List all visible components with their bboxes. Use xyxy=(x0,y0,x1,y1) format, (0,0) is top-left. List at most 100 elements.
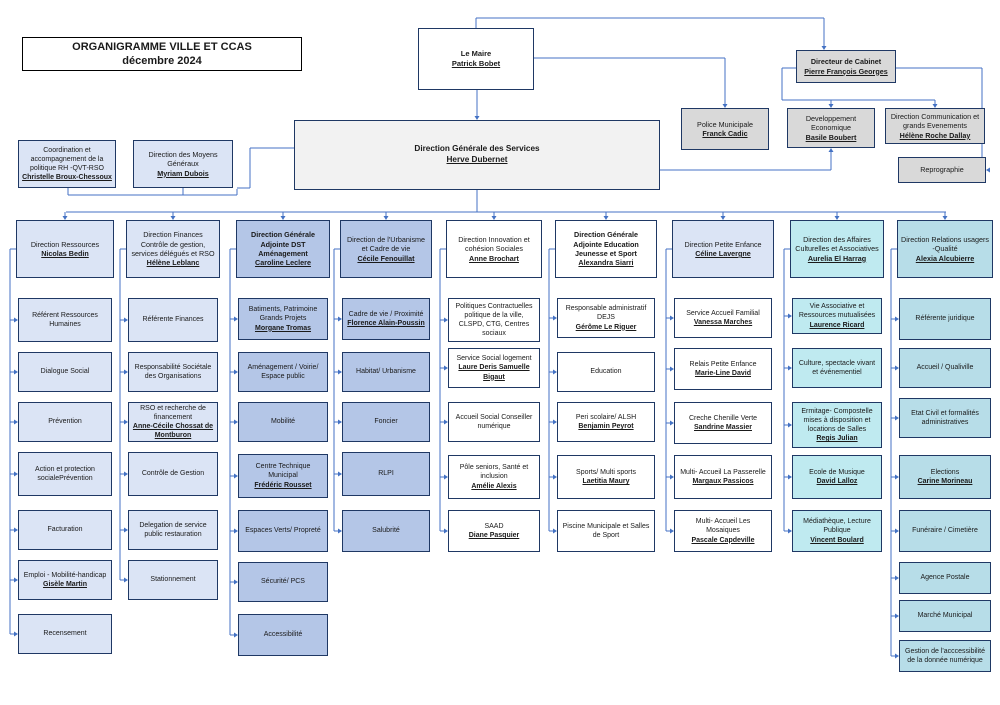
direction-head-box: Direction Générale Adjointe DST Aménagem… xyxy=(236,220,330,278)
service-box: Référente juridique xyxy=(899,298,991,340)
chart-title: ORGANIGRAMME VILLE ET CCAS xyxy=(72,40,252,53)
box-label: Funéraire / Cimetière xyxy=(912,527,978,535)
box-label: Sports/ Multi sports xyxy=(576,468,636,476)
person-name: Gérôme Le Riguer xyxy=(575,323,637,331)
person-name: Margaux Passicos xyxy=(692,478,754,485)
direction-head-box: Direction des Affaires Culturelles et As… xyxy=(790,220,884,278)
person-name: Myriam Dubois xyxy=(157,168,209,178)
box-label: SAAD xyxy=(484,522,504,530)
service-box: Culture, spectacle vivant et événementie… xyxy=(792,348,882,388)
direction-head-box: Direction Générale Adjointe Education Je… xyxy=(555,220,657,278)
box-label: Reprographie xyxy=(920,165,964,175)
box-label: Référente juridique xyxy=(915,315,975,323)
box-label: Pôle seniors, Santé et inclusion xyxy=(459,464,529,481)
box-label: Sécurité/ PCS xyxy=(261,578,305,586)
box-label: Multi- Accueil La Passerelle xyxy=(680,468,766,476)
box-label: Emploi - Mobilité-handicap xyxy=(23,571,107,579)
person-name: Alexia Alcubierre xyxy=(915,253,975,263)
box-label: RSO et recherche de financement xyxy=(140,404,206,421)
service-box: Piscine Municipale et Salles de Sport xyxy=(557,510,655,552)
box-label: Direction Générale des Services xyxy=(414,144,540,154)
service-box: Recensement xyxy=(18,614,112,654)
box-label: Centre Technique Municipal xyxy=(255,463,311,480)
person-name: Basile Boubert xyxy=(805,132,857,142)
direction-head-box: Direction Innovation et cohésion Sociale… xyxy=(446,220,542,278)
person-name: Hélène Roche Dallay xyxy=(899,130,971,140)
box-label: Politiques Contractuelles politique de l… xyxy=(455,302,533,338)
box-label: Direction Générale Adjointe DST Aménagem… xyxy=(251,230,315,258)
person-name: Florence Alain-Poussin xyxy=(347,320,425,327)
person-name: Diane Pasquier xyxy=(468,532,520,539)
box-label: Direction Ressources xyxy=(30,239,100,249)
box-label: Service Accueil Familial xyxy=(686,309,760,317)
service-box: Facturation xyxy=(18,510,112,550)
box-label: Direction Finances Contrôle de gestion, … xyxy=(131,230,215,258)
person-name: Laetitia Maury xyxy=(582,478,630,485)
person-name: Amélie Alexis xyxy=(471,482,517,490)
person-name: Nicolas Bedin xyxy=(41,249,89,258)
service-box: Vie Associative et Ressources mutualisée… xyxy=(792,298,882,334)
person-name: Pierre François Georges xyxy=(804,66,888,76)
box-label: Vie Associative et Ressources mutualisée… xyxy=(798,303,876,320)
box-label: Developpement Economique xyxy=(805,113,857,133)
box-label: Dialogue Social xyxy=(40,368,90,376)
box-label: Médiathèque, Lecture Publique xyxy=(803,518,871,535)
box-label: Gestion de l'acccessibilité de la donnée… xyxy=(905,647,985,664)
person-name: Anne Brochart xyxy=(469,253,519,263)
box-label: Relais Petite Enfance xyxy=(689,360,757,368)
box-label: Piscine Municipale et Salles de Sport xyxy=(562,522,650,539)
box-label: Prévention xyxy=(48,418,82,426)
person-name: Laurence Ricard xyxy=(809,321,865,329)
person-name: Caroline Leclere xyxy=(255,258,311,268)
person-name: Frédéric Rousset xyxy=(254,481,312,489)
person-name: Herve Dubernet xyxy=(446,155,508,164)
direction-head-box: Direction Finances Contrôle de gestion, … xyxy=(126,220,220,278)
box-label: Direction de l'Urbanisme et Cadre de vie xyxy=(346,234,426,254)
person-name: Sandrine Massier xyxy=(694,424,752,431)
box-label: Agence Postale xyxy=(920,574,970,582)
box-label: Référent Ressources Humaines xyxy=(32,311,98,328)
box-label: Coordination et accompagnement de la pol… xyxy=(30,146,104,172)
service-box: RLPI xyxy=(342,452,430,496)
box-label: Direction Petite Enfance xyxy=(684,239,762,249)
communication-box: Direction Communication et grands Evenem… xyxy=(885,108,985,144)
box-label: Salubrité xyxy=(372,527,400,535)
box-label: Ermitage- Compostelle mises à dispositio… xyxy=(801,407,873,433)
connector-arrow xyxy=(986,167,990,173)
box-label: Référente Finances xyxy=(142,316,204,324)
person-name: Céline Lavergne xyxy=(695,249,751,258)
box-label: Stationnement xyxy=(150,576,196,584)
box-label: Service Social logement xyxy=(456,355,532,363)
person-name: Cécile Fenouillat xyxy=(357,253,415,263)
service-box: Mobilité xyxy=(238,402,328,442)
box-label: Elections xyxy=(930,468,960,476)
person-name: Christelle Broux-Chessoux xyxy=(22,174,112,182)
reprographie-box: Reprographie xyxy=(898,157,986,183)
connector-arrow xyxy=(828,148,834,152)
box-label: Ecole de Musique xyxy=(809,468,865,476)
service-box: Aménagement / Voirie/ Espace public xyxy=(238,352,328,392)
person-name: Regis Julian xyxy=(816,435,858,443)
service-box: Delegation de service public restauratio… xyxy=(128,510,218,550)
box-label: Recensement xyxy=(43,630,87,638)
service-box: Politiques Contractuelles politique de l… xyxy=(448,298,540,342)
box-label: Creche Chenille Verte xyxy=(688,414,758,422)
service-box: Espaces Verts/ Propreté xyxy=(238,510,328,552)
person-name: David Lalloz xyxy=(816,478,858,485)
person-name: Franck Cadic xyxy=(702,129,748,138)
